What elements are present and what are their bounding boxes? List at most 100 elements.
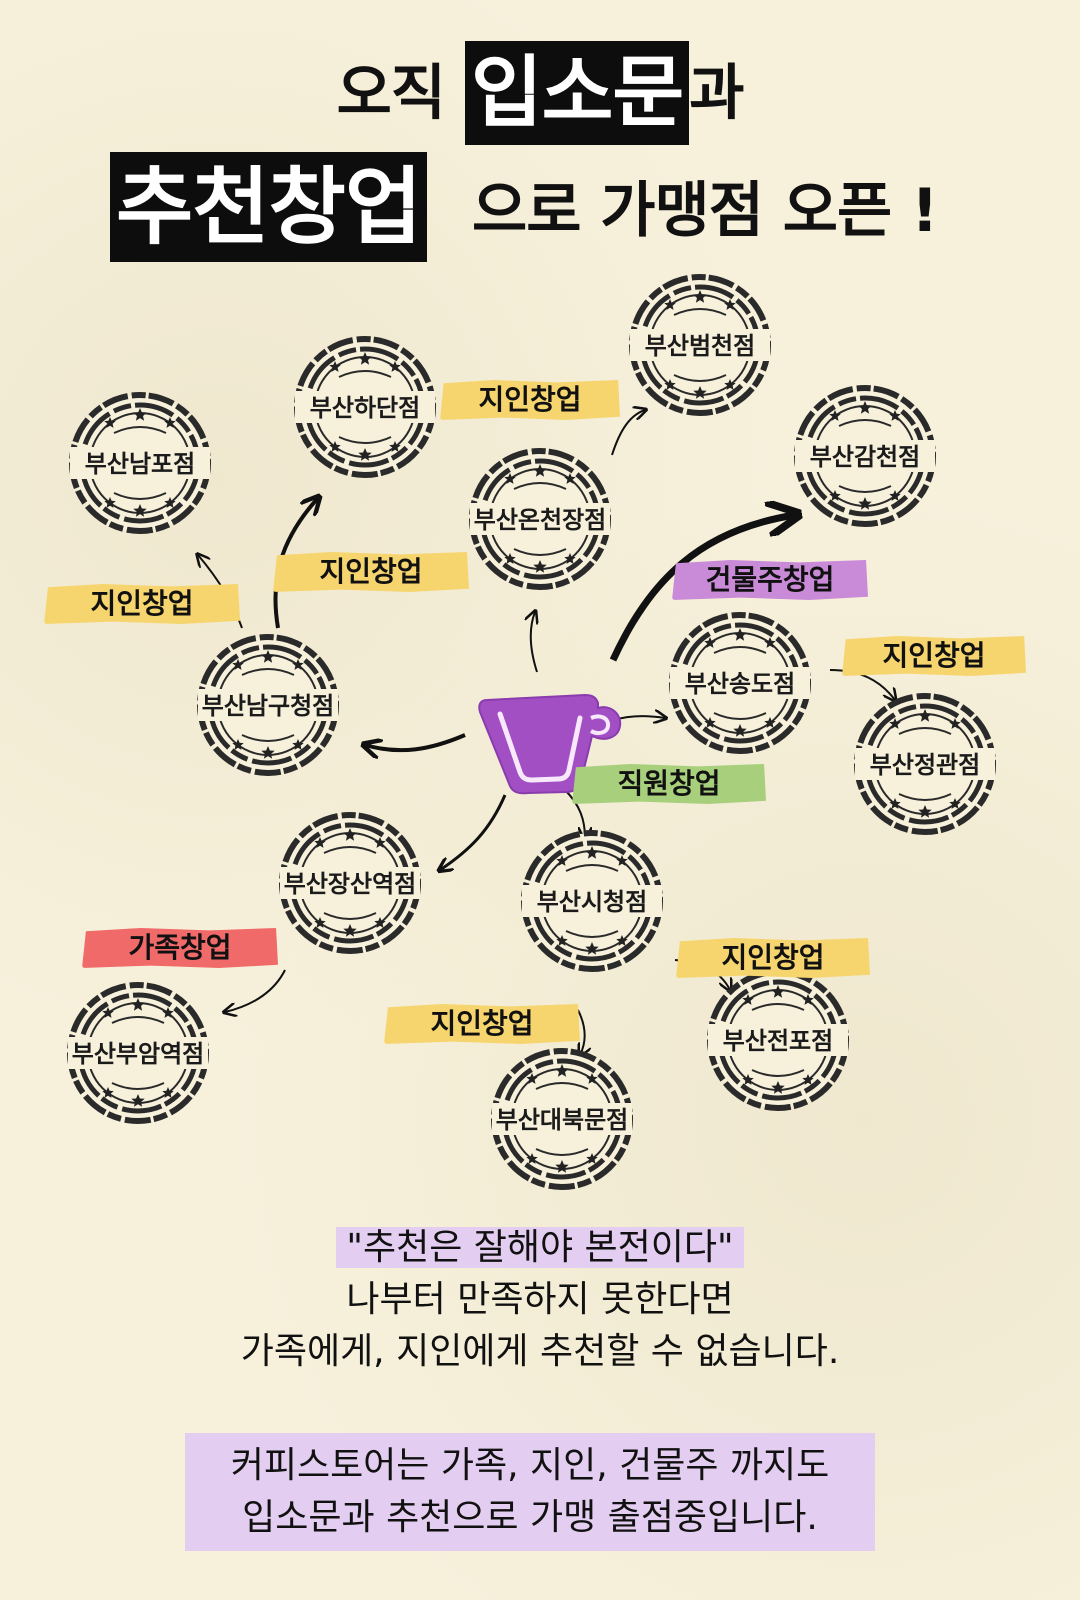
store-label-namgu: 부산남구청점 [201,692,335,720]
headline-highlight-word-2: 추천창업 [110,152,428,262]
star-icon [533,464,547,477]
star-icon [949,718,961,729]
closing-line-2: 입소문과 추천으로 가맹 출점중입니다. [242,1497,818,1538]
store-stamp-songdo [669,612,811,754]
star-icon [704,717,716,728]
star-icon [314,917,326,928]
star-icon [102,1087,114,1098]
star-icon [555,1064,569,1077]
tag-referral-startup: 지인창업 [384,1004,580,1044]
star-icon [314,837,326,848]
tag-referral-startup: 지인창업 [44,584,240,624]
store-stamp-daebukmun [491,1048,633,1190]
star-icon [564,553,576,564]
star-icon [724,379,736,390]
tag-referral-startup: 지인창업 [842,636,1026,676]
tag-referral-startup: 지인창업 [273,552,469,592]
star-icon [526,1153,538,1164]
star-icon [131,1094,145,1107]
headline-suffix: 과 [689,58,744,129]
star-icon [261,650,275,663]
star-icon [733,628,747,641]
star-icon [389,361,401,372]
star-icon [526,1073,538,1084]
star-icon [292,659,304,670]
star-icon [343,924,357,937]
star-icon [232,659,244,670]
tag-referral-startup: 지인창업 [440,380,620,420]
quote-line-3: 가족에게, 지인에게 추천할 수 없습니다. [240,1331,840,1372]
star-icon [742,994,754,1005]
star-icon [261,746,275,759]
tag-employee-startup: 직원창업 [572,764,766,804]
star-icon [764,637,776,648]
star-icon [693,290,707,303]
store-stamp-hadan [294,336,436,478]
store-stamp-jeonggwan [854,693,996,835]
store-label-gamcheon: 부산감천점 [809,443,921,471]
star-icon [889,410,901,421]
star-icon [389,441,401,452]
headline-prefix: 오직 [336,58,446,129]
star-icon [104,417,116,428]
star-icon [358,352,372,365]
headline-line-2: 추천창업 으로 가맹점 오픈 ! [0,152,1080,262]
star-icon [162,1007,174,1018]
star-icon [829,490,841,501]
star-icon [802,994,814,1005]
star-icon [555,1160,569,1173]
store-stamp-gamcheon [794,385,936,527]
star-icon [829,410,841,421]
store-label-oncheonjang: 부산온천장점 [473,506,607,534]
star-icon [764,717,776,728]
store-label-daebukmun: 부산대북문점 [495,1106,629,1134]
arrow-songdo-to-jeonggwan [829,669,895,700]
quote-highlight: "추천은 잘해야 본전이다" [336,1227,744,1268]
star-icon [343,828,357,841]
store-label-jangsan: 부산장산역점 [283,870,417,898]
star-icon [858,497,872,510]
star-icon [533,560,547,573]
star-icon [358,448,372,461]
tag-referral-startup: 지인창업 [676,938,870,978]
star-icon [586,1073,598,1084]
star-icon [693,386,707,399]
star-icon [329,361,341,372]
star-icon [889,490,901,501]
store-label-nampo: 부산남포점 [84,450,196,478]
star-icon [504,473,516,484]
star-icon [586,1153,598,1164]
star-icon [704,637,716,648]
store-label-buam: 부산부암역점 [71,1040,205,1068]
star-icon [771,985,785,998]
arrow-oncheonjang-to-bumcheon [611,410,645,456]
arrow-jangsan-to-buam [225,969,286,1012]
star-icon [556,855,568,866]
star-icon [802,1074,814,1085]
star-icon [918,709,932,722]
tag-building-owner-startup: 건물주창업 [672,560,868,600]
star-icon [742,1074,754,1085]
star-icon [585,942,599,955]
store-stamp-sicheong [521,830,663,972]
star-icon [329,441,341,452]
star-icon [771,1081,785,1094]
star-icon [292,739,304,750]
tag-family-startup: 가족창업 [82,928,278,968]
star-icon [616,935,628,946]
star-icon [133,408,147,421]
headline-highlight-word: 입소문 [464,41,690,146]
store-label-jeonpo: 부산전포점 [722,1027,834,1055]
star-icon [104,497,116,508]
arrow-center-to-oncheonjang [531,612,537,673]
star-icon [858,401,872,414]
arrow-center-to-jangsan [440,794,507,870]
star-icon [664,299,676,310]
store-label-sicheong: 부산시청점 [536,888,648,916]
closing-line-1: 커피스토어는 가족, 지인, 건물주 까지도 [230,1445,830,1486]
closing-highlight-box [185,1433,875,1551]
store-stamp-oncheonjang [469,448,611,590]
star-icon [556,935,568,946]
